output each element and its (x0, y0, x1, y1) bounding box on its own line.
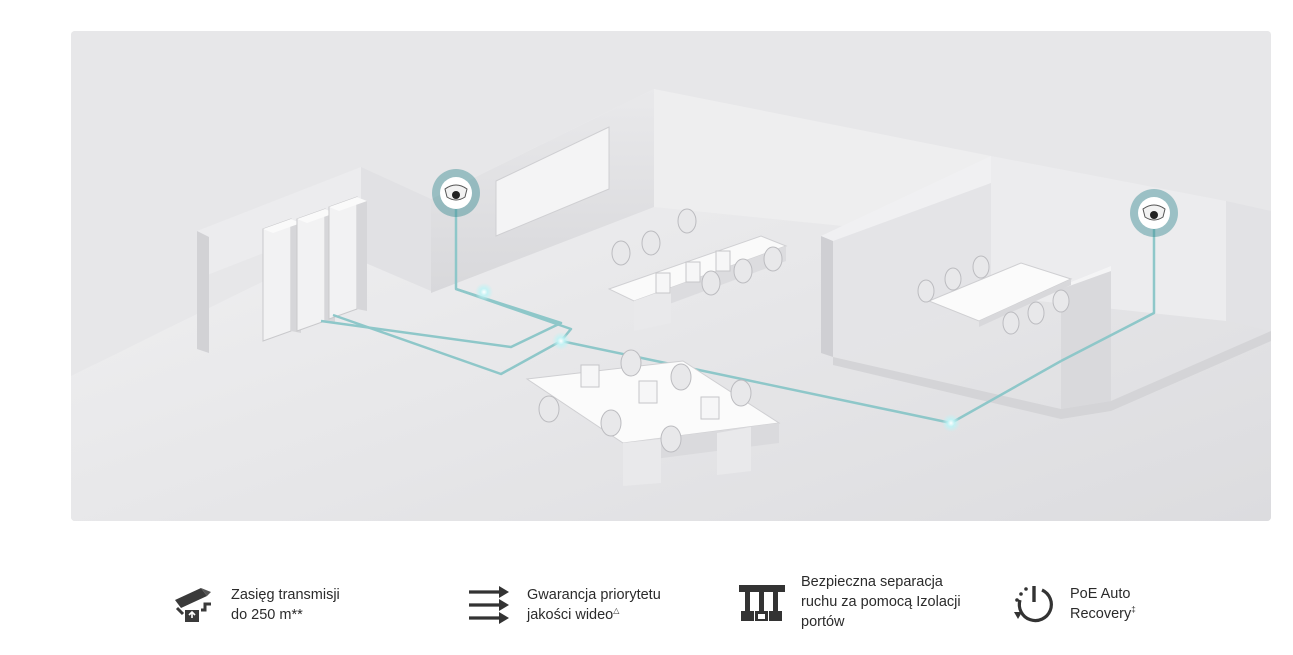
camera-badge-left (432, 169, 480, 217)
priority-arrows-icon (467, 582, 513, 628)
feature-line-with-mark: Recovery‡ (1070, 604, 1136, 624)
port-isolation-icon (737, 579, 787, 625)
server-racks (262, 196, 367, 342)
footnote-mark: △ (613, 606, 620, 616)
desk-cluster-front (525, 349, 781, 486)
feature-video-priority: Gwarancja priorytetu jakości wideo△ (467, 582, 661, 628)
feature-line: do 250 m** (231, 607, 303, 623)
power-recovery-icon (1012, 582, 1056, 626)
feature-line: ruchu za pomocą Izolacji (801, 594, 961, 610)
office-network-illustration (71, 31, 1271, 521)
feature-list: Zasięg transmisji do 250 m** (0, 560, 1293, 650)
meeting-table (917, 255, 1073, 335)
feature-port-isolation-text: Bezpieczna separacja ruchu za pomocą Izo… (801, 572, 961, 632)
feature-line: portów (801, 614, 845, 630)
feature-poe-auto-recovery-text: PoE Auto Recovery‡ (1070, 584, 1136, 624)
feature-line-with-mark: jakości wideo△ (527, 605, 661, 625)
camera-badge-right (1130, 189, 1178, 237)
floorplan-graphic (71, 31, 1271, 521)
feature-line: jakości wideo (527, 607, 614, 623)
feature-line: Zasięg transmisji (231, 587, 340, 603)
footnote-mark: ‡ (1131, 605, 1136, 615)
feature-line: PoE Auto (1070, 586, 1131, 602)
feature-line: Bezpieczna separacja (801, 574, 943, 590)
feature-port-isolation: Bezpieczna separacja ruchu za pomocą Izo… (737, 572, 961, 632)
feature-line: Gwarancja priorytetu (527, 587, 661, 603)
feature-poe-auto-recovery: PoE Auto Recovery‡ (1012, 582, 1136, 626)
feature-line: Recovery (1070, 606, 1132, 622)
feature-transmission-range-text: Zasięg transmisji do 250 m** (231, 585, 340, 625)
feature-video-priority-text: Gwarancja priorytetu jakości wideo△ (527, 585, 661, 625)
desk-cluster-back (607, 208, 788, 331)
camera-range-icon (171, 582, 217, 628)
feature-transmission-range: Zasięg transmisji do 250 m** (171, 582, 340, 628)
